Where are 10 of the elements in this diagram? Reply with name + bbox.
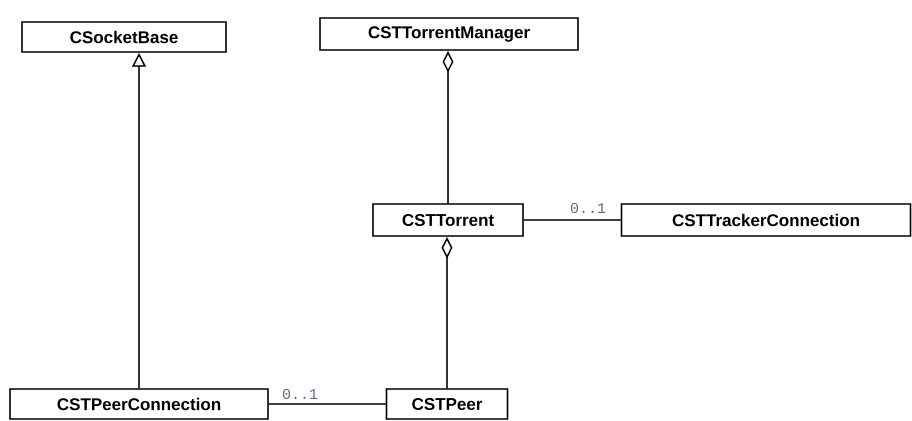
association-line [268,403,386,405]
class-box: CSTTorrent [372,203,524,237]
class-box: CSTPeer [386,388,508,420]
class-box: CSTPeerConnection [9,388,269,420]
multiplicity-label: 0..1 [569,202,607,214]
class-box: CSTTrackerConnection [620,203,912,237]
multiplicity-label: 0..1 [281,388,319,400]
class-box: CSocketBase [21,21,227,53]
class-box: CSTTorrentManager [319,17,579,51]
association-line [524,219,621,221]
